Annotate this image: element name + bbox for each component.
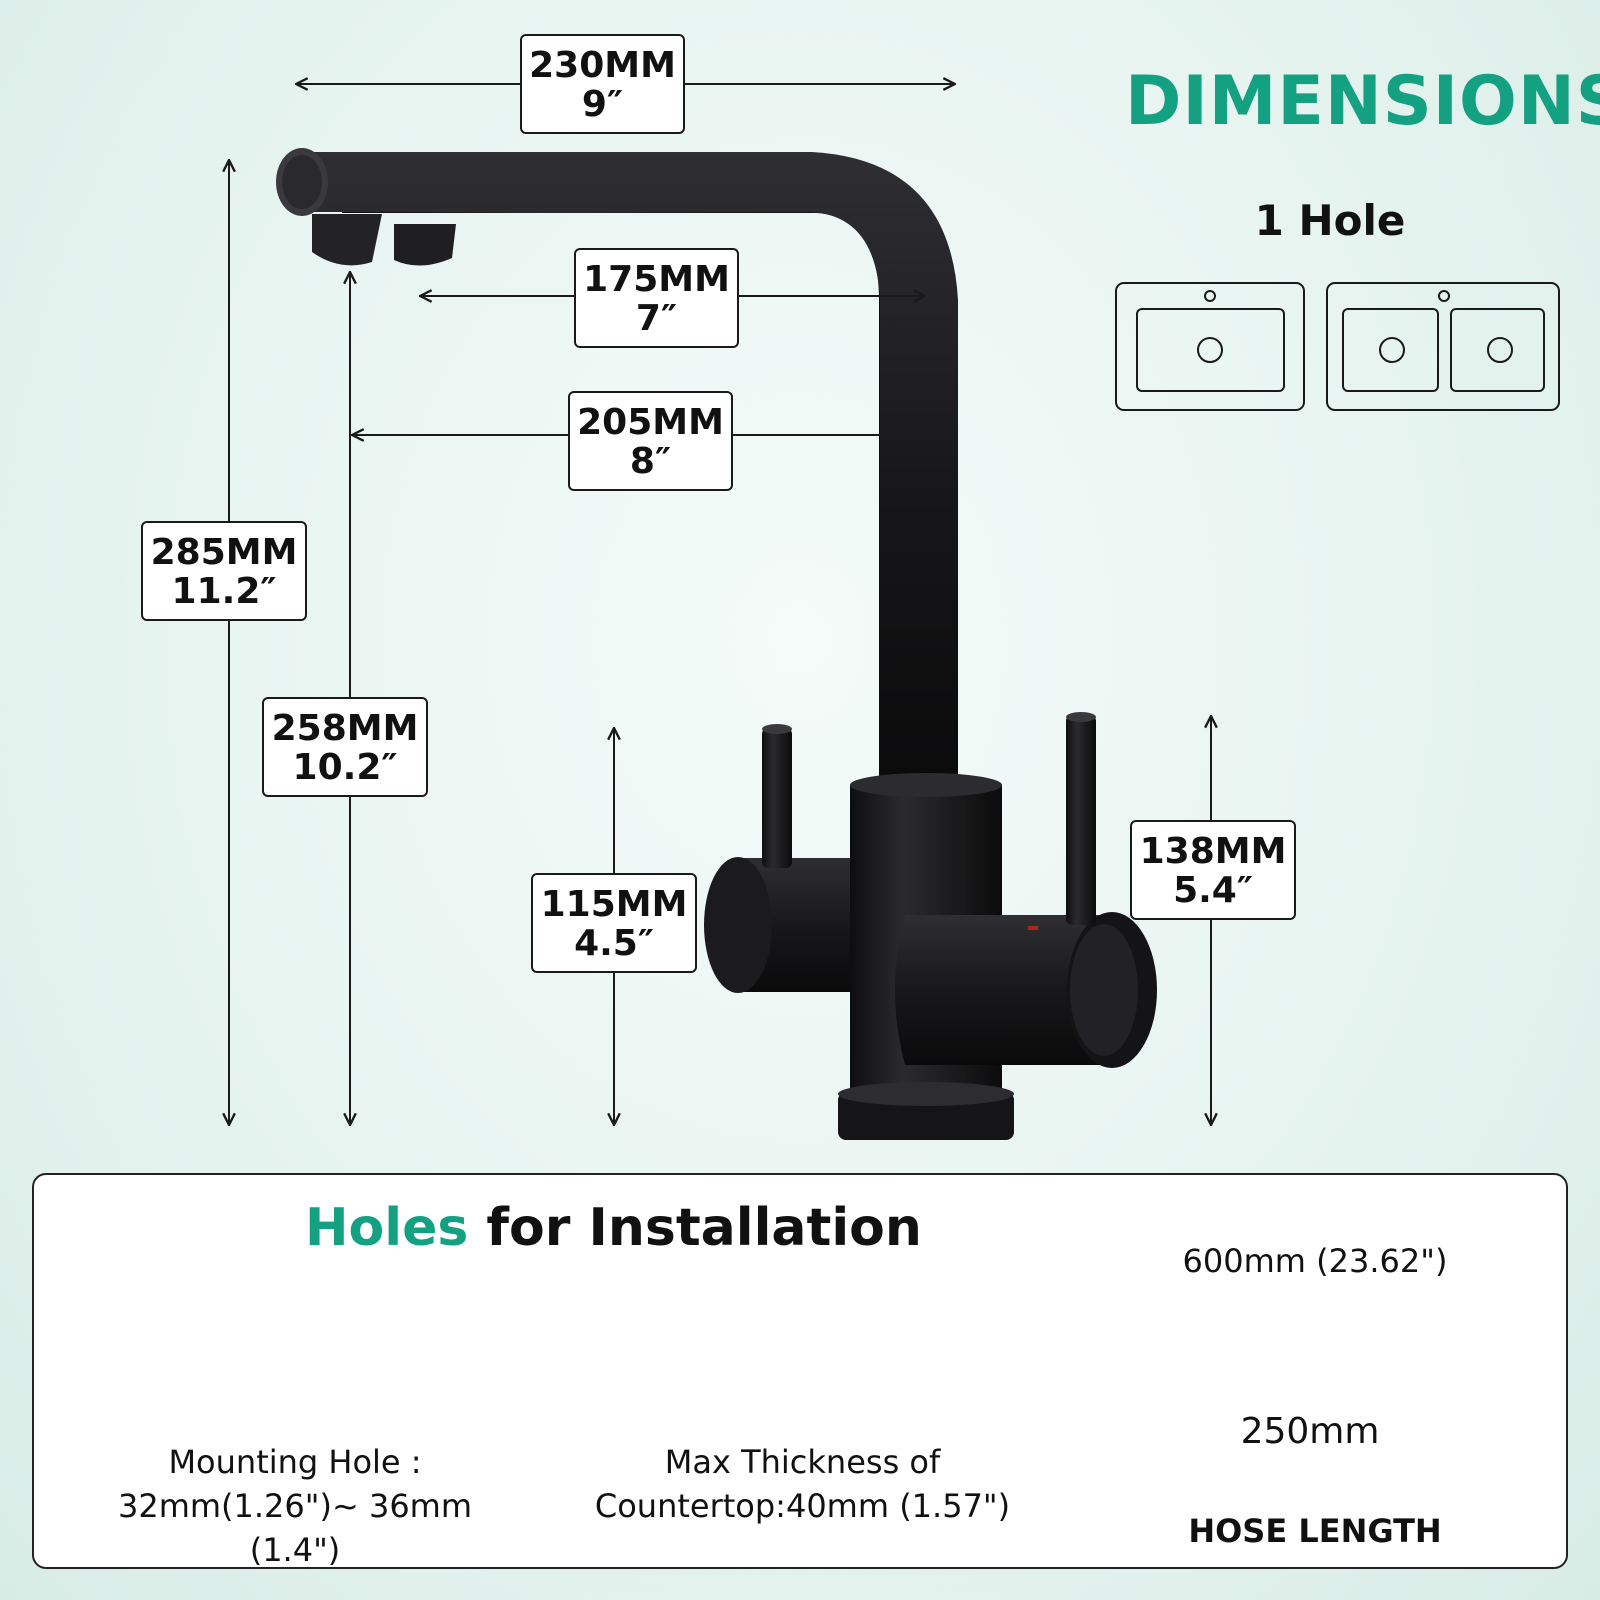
thickness-caption: Max Thickness of Countertop:40mm (1.57") xyxy=(575,1440,1030,1528)
dim-inch: 7″ xyxy=(635,298,678,339)
sink-hole-label: 1 Hole xyxy=(1254,196,1406,245)
mounting-hole-caption: Mounting Hole : 32mm(1.26")~ 36mm (1.4") xyxy=(70,1440,520,1572)
dim-inch: 9″ xyxy=(581,84,624,125)
installation-title-rest: for Installation xyxy=(468,1198,922,1258)
thickness-line2: Countertop:40mm (1.57") xyxy=(594,1487,1011,1525)
dim-inch: 5.4″ xyxy=(1173,870,1253,911)
dim-inch: 10.2″ xyxy=(292,747,398,788)
dim-mm: 230MM xyxy=(529,45,676,86)
installation-title: Holes for Installation xyxy=(305,1198,922,1258)
dim-label-lever-height: 115MM 4.5″ xyxy=(531,873,697,973)
faucet-illustration xyxy=(276,148,1157,1140)
dim-mm: 258MM xyxy=(271,708,419,749)
installation-panel xyxy=(32,1173,1568,1569)
dim-label-spout-height: 258MM 10.2″ xyxy=(262,697,428,797)
hose-long-length: 600mm (23.62") xyxy=(1182,1242,1448,1280)
dim-mm: 138MM xyxy=(1139,831,1287,872)
mounting-hole-line1: Mounting Hole : xyxy=(168,1443,422,1481)
dim-label-body-height: 138MM 5.4″ xyxy=(1130,820,1296,920)
installation-title-accent: Holes xyxy=(305,1198,469,1258)
page-title: DIMENSIONS xyxy=(1125,62,1600,141)
dim-mm: 205MM xyxy=(577,402,724,443)
mounting-hole-line2: 32mm(1.26")~ 36mm (1.4") xyxy=(117,1487,473,1569)
double-sink-icon xyxy=(1326,282,1560,411)
single-sink-icon xyxy=(1115,282,1305,411)
dim-inch: 4.5″ xyxy=(574,923,654,964)
dim-label-top-width: 230MM 9″ xyxy=(520,34,685,134)
hose-length-caption: HOSE LENGTH xyxy=(1188,1512,1442,1550)
left-lever xyxy=(762,728,792,868)
dim-label-spout-reach: 175MM 7″ xyxy=(574,248,739,348)
dim-label-reach: 205MM 8″ xyxy=(568,391,733,491)
thickness-line1: Max Thickness of xyxy=(664,1443,941,1481)
dim-label-total-height: 285MM 11.2″ xyxy=(141,521,307,621)
dim-mm: 175MM xyxy=(583,259,730,300)
hose-short-length: 250mm xyxy=(1240,1411,1380,1452)
dim-inch: 11.2″ xyxy=(171,571,277,612)
dim-inch: 8″ xyxy=(629,441,672,482)
right-lever-cylinder xyxy=(895,915,1110,1065)
dim-mm: 115MM xyxy=(540,884,688,925)
right-lever xyxy=(1066,715,1096,925)
dim-mm: 285MM xyxy=(150,532,298,573)
